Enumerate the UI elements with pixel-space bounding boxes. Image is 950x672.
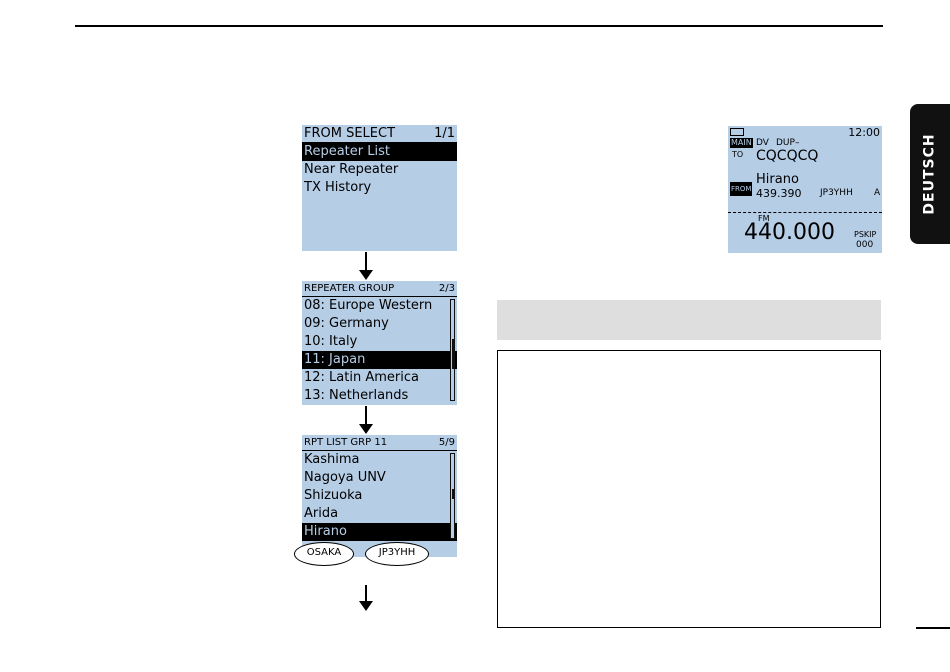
menu-item-repeater-list[interactable]: Repeater List: [302, 143, 457, 161]
from-suffix: A: [874, 188, 881, 198]
list-item[interactable]: Shizuoka: [304, 488, 363, 503]
operating-frequency: 440.000: [744, 220, 835, 245]
screen-title: REPEATER GROUP: [304, 283, 395, 294]
page-indicator: 1/1: [434, 126, 455, 141]
callsign: JP3YHH: [378, 547, 416, 558]
main-display-screen: 12:00 MAIN DV DUP– TO CQCQCQ FROM Hirano…: [728, 126, 882, 253]
callsign-callout: JP3YHH: [365, 542, 429, 566]
to-callsign: CQCQCQ: [756, 148, 819, 164]
list-item[interactable]: Kashima: [304, 452, 360, 467]
list-item[interactable]: 09: Germany: [304, 316, 389, 331]
pskip-label: PSKIP: [854, 230, 877, 239]
language-tab: DEUTSCH: [910, 104, 950, 244]
top-rule: [75, 25, 883, 27]
duplex: DUP–: [776, 138, 800, 148]
from-frequency: 439.390: [756, 187, 802, 200]
section-header-bar: [497, 300, 881, 340]
screen-header: FROM SELECT 1/1: [302, 125, 457, 143]
screen-title: FROM SELECT: [304, 126, 396, 141]
language-tab-label: DEUTSCH: [922, 133, 938, 215]
list-item-selected[interactable]: Hirano: [302, 523, 457, 541]
info-box: [497, 350, 881, 628]
list-item-selected[interactable]: 11: Japan: [302, 351, 457, 369]
list-item[interactable]: 08: Europe Western: [304, 298, 433, 313]
screen-header: REPEATER GROUP 2/3: [302, 281, 457, 297]
main-label: MAIN: [730, 138, 753, 148]
area-name-callout: OSAKA: [294, 542, 354, 566]
status-bar: 12:00: [730, 126, 880, 139]
list-item[interactable]: 13: Netherlands: [304, 388, 409, 403]
battery-icon: [730, 128, 744, 136]
screen-title: RPT LIST GRP 11: [304, 437, 388, 448]
scrollbar-thumb[interactable]: [452, 339, 455, 369]
page-indicator: 5/9: [438, 437, 455, 448]
fm-label: FM: [758, 214, 770, 223]
mode: DV: [756, 138, 769, 148]
repeater-group-screen: REPEATER GROUP 2/3 08: Europe Western 09…: [302, 281, 457, 405]
from-name: Hirano: [756, 172, 799, 187]
list-item[interactable]: Nagoya UNV: [304, 470, 386, 485]
from-select-screen: FROM SELECT 1/1 Repeater List Near Repea…: [302, 125, 457, 251]
repeater-list-screen: RPT LIST GRP 11 5/9 Kashima Nagoya UNV S…: [302, 435, 457, 557]
bottom-rule: [916, 627, 950, 629]
from-label: FROM: [730, 182, 753, 196]
menu-item-tx-history[interactable]: TX History: [304, 180, 372, 195]
list-item[interactable]: Arida: [304, 506, 339, 521]
scrollbar-thumb[interactable]: [452, 489, 455, 499]
area-name: OSAKA: [306, 547, 342, 558]
list-item[interactable]: 12: Latin America: [304, 370, 419, 385]
clock: 12:00: [848, 126, 880, 139]
down-arrow-icon: [356, 252, 376, 280]
to-label: TO: [732, 150, 744, 159]
channel-number: 000: [856, 240, 874, 250]
down-arrow-icon: [356, 585, 376, 611]
from-callsign: JP3YHH: [820, 188, 853, 198]
menu-item-near-repeater[interactable]: Near Repeater: [304, 162, 399, 177]
down-arrow-icon: [356, 406, 376, 434]
list-item[interactable]: 10: Italy: [304, 334, 358, 349]
screen-header: RPT LIST GRP 11 5/9: [302, 435, 457, 451]
page-indicator: 2/3: [438, 283, 455, 294]
divider: [728, 212, 882, 214]
